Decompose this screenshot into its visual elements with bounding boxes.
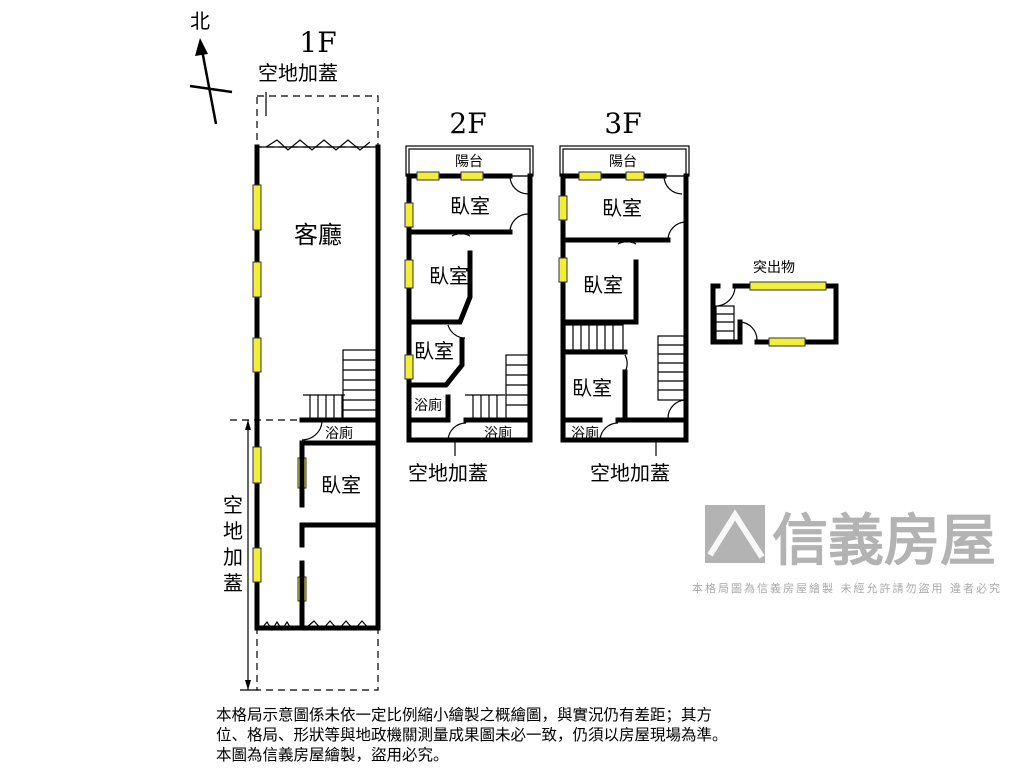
label-bathroom-2: 浴廁: [484, 425, 512, 442]
window: [252, 547, 262, 583]
watermark-brand: 信義房屋: [772, 509, 996, 574]
label-bathroom: 浴廁: [325, 425, 353, 442]
window: [460, 171, 484, 181]
window: [252, 446, 262, 484]
label-living-room: 客廳: [294, 221, 342, 249]
label-bedroom-1: 臥室: [450, 194, 490, 218]
label-bedroom-1: 臥室: [602, 196, 642, 220]
label-bedroom-3: 臥室: [572, 376, 612, 400]
watermark: 信義房屋 本格局圖為信義房屋繪製 未經允許請勿盜用 違者必究: [692, 505, 1002, 595]
label-bedroom-2: 臥室: [583, 273, 623, 297]
window: [252, 261, 262, 298]
staircase: [303, 349, 377, 421]
window: [558, 195, 568, 221]
floor-1f: 1F 空地加蓋: [223, 26, 381, 691]
window: [252, 184, 262, 231]
label-extension: 空地加蓋: [408, 461, 488, 485]
label-protrusion: 突出物: [753, 260, 795, 276]
window: [404, 354, 414, 380]
label-extension: 空地加蓋: [590, 461, 670, 485]
floor-title-2f: 2F: [449, 107, 486, 140]
label-balcony: 陽台: [455, 154, 483, 170]
north-arrow-icon: [189, 38, 233, 125]
floor-3f: 3F 陽台 臥室: [558, 107, 690, 485]
label-side-extension-3: 加: [223, 545, 243, 569]
floor-title-3f: 3F: [604, 107, 641, 140]
window: [625, 171, 645, 181]
label-bathroom: 浴廁: [571, 425, 599, 442]
north-label: 北: [190, 9, 210, 33]
label-balcony: 陽台: [609, 154, 637, 170]
window: [252, 337, 262, 373]
label-bathroom-1: 浴廁: [414, 397, 442, 414]
label-side-extension-4: 蓋: [223, 571, 243, 595]
window: [749, 281, 827, 291]
window: [578, 171, 602, 181]
label-top-extension: 空地加蓋: [258, 61, 338, 85]
label-bedroom-3: 臥室: [414, 339, 454, 363]
window: [558, 257, 568, 283]
floor-2f: 2F 陽台 臥室 臥室 臥室: [404, 107, 534, 485]
label-bedroom: 臥室: [321, 473, 361, 497]
watermark-notice: 本格局圖為信義房屋繪製 未經允許請勿盜用 違者必究: [692, 581, 1002, 595]
label-bedroom-2: 臥室: [429, 264, 469, 288]
disclaimer-line: 本格局示意圖係未依一定比例縮小繪製之概繪圖，與實況仍有差距；其方: [216, 706, 713, 724]
label-side-extension-1: 空: [223, 493, 243, 517]
staircase: [465, 354, 529, 421]
window: [404, 259, 414, 289]
window: [768, 337, 806, 347]
window: [416, 171, 440, 181]
disclaimer: 本格局示意圖係未依一定比例縮小繪製之概繪圖，與實況仍有差距；其方 位、格局、形狀…: [216, 705, 728, 765]
staircase: [715, 305, 735, 341]
label-side-extension-2: 地: [223, 519, 243, 543]
protrusion: 突出物: [710, 260, 839, 347]
floor-title-1f: 1F: [299, 26, 336, 59]
staircase: [564, 324, 685, 401]
window: [404, 202, 414, 228]
disclaimer-line: 本圖為信義房屋繪製，盜用必究。: [216, 746, 449, 764]
disclaimer-line: 位、格局、形狀等與地政機關測量成果圖未必一致，仍須以房屋現場為準。: [216, 726, 728, 744]
